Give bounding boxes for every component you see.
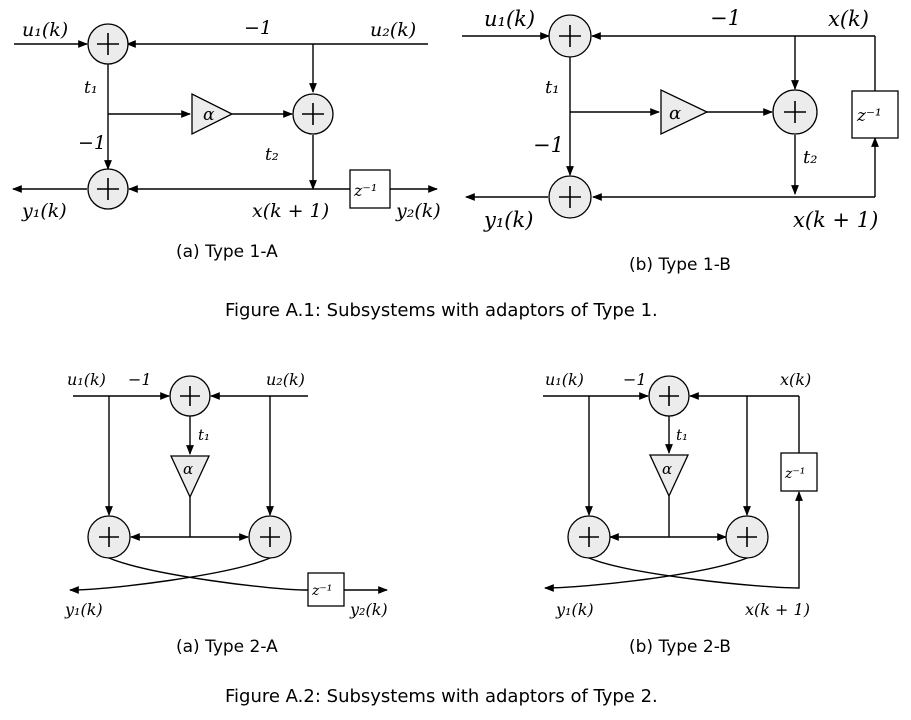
diagram-type-1a: α z⁻¹ u₁(k) u₂(k) −1 t₁ −1 t₂ y₁(k) x(k … bbox=[12, 17, 441, 262]
plus-icon bbox=[579, 527, 599, 547]
delay-block bbox=[307, 572, 345, 607]
wire-right-adder-to-y1 bbox=[544, 557, 748, 592]
plus-icon bbox=[260, 527, 280, 547]
gain-alpha bbox=[169, 455, 211, 499]
t2-label: t₂ bbox=[803, 147, 817, 168]
delay-block bbox=[851, 90, 899, 139]
alpha-label: α bbox=[669, 103, 681, 124]
y1-label: y₁(k) bbox=[483, 208, 533, 232]
plus-icon bbox=[737, 527, 757, 547]
diagram-type-2b: α z⁻¹ u₁(k) −1 x(k) t₁ y₁(k) x(k + 1) (b… bbox=[543, 370, 818, 657]
y1-label: y₁(k) bbox=[555, 600, 594, 619]
caption-type-1a: (a) Type 1-A bbox=[176, 242, 278, 262]
minus-one-left: −1 bbox=[533, 133, 564, 157]
plus-icon bbox=[784, 101, 806, 123]
gain-alpha bbox=[648, 454, 690, 498]
t1-label: t₁ bbox=[545, 77, 559, 98]
plus-icon bbox=[97, 33, 119, 55]
u2-label: u₂(k) bbox=[266, 370, 305, 389]
caption-type-2b: (b) Type 2-B bbox=[629, 637, 731, 657]
xk1-label: x(k + 1) bbox=[252, 200, 329, 222]
plus-icon bbox=[559, 25, 581, 47]
t1-label: t₁ bbox=[84, 78, 98, 98]
delay-block bbox=[780, 452, 818, 492]
xk1-label: x(k + 1) bbox=[745, 600, 810, 619]
u2-label: u₂(k) bbox=[370, 19, 416, 41]
minus-one: −1 bbox=[128, 370, 152, 389]
y2-label: y₂(k) bbox=[349, 600, 388, 619]
wire-left-adder-to-delay bbox=[588, 491, 803, 589]
alpha-label: α bbox=[183, 460, 193, 478]
delay-label: z⁻¹ bbox=[353, 181, 377, 200]
xk-label: x(k) bbox=[828, 7, 869, 31]
y1-label: y₁(k) bbox=[21, 200, 67, 222]
gain-alpha bbox=[191, 92, 234, 136]
u1-label: u₁(k) bbox=[545, 370, 584, 389]
gain-alpha bbox=[660, 88, 709, 136]
plus-icon bbox=[99, 527, 119, 547]
plus-icon bbox=[659, 386, 679, 406]
u1-label: u₁(k) bbox=[22, 19, 68, 41]
delay-label: z⁻¹ bbox=[784, 466, 805, 482]
minus-one-top: −1 bbox=[710, 6, 741, 30]
u1-label: u₁(k) bbox=[484, 7, 535, 31]
minus-one-top: −1 bbox=[244, 17, 272, 39]
t2-label: t₂ bbox=[265, 145, 279, 165]
delay-label: z⁻¹ bbox=[311, 583, 332, 599]
t1-label: t₁ bbox=[676, 426, 688, 444]
caption-type-1b: (b) Type 1-B bbox=[629, 255, 731, 275]
plus-icon bbox=[302, 103, 324, 125]
diagram-type-1b: α z⁻¹ u₁(k) −1 x(k) t₁ −1 t₂ y₁(k) x(k +… bbox=[462, 6, 899, 275]
figure-a1-caption: Figure A.1: Subsystems with adaptors of … bbox=[225, 300, 658, 321]
figure-a2-caption: Figure A.2: Subsystems with adaptors of … bbox=[225, 686, 658, 707]
caption-type-2a: (a) Type 2-A bbox=[176, 637, 278, 657]
y2-label: y₂(k) bbox=[395, 200, 441, 222]
alpha-label: α bbox=[662, 460, 672, 478]
t1-label: t₁ bbox=[198, 426, 210, 444]
wire-left-adder-to-delay bbox=[108, 557, 309, 591]
y1-label: y₁(k) bbox=[64, 600, 103, 619]
minus-one: −1 bbox=[623, 370, 647, 389]
plus-icon bbox=[180, 386, 200, 406]
alpha-label: α bbox=[203, 105, 215, 125]
wire-right-adder-to-y1 bbox=[69, 557, 271, 594]
delay-label: z⁻¹ bbox=[856, 106, 882, 126]
xk1-label: x(k + 1) bbox=[793, 208, 878, 232]
plus-icon bbox=[97, 178, 119, 200]
minus-one-left: −1 bbox=[78, 132, 106, 154]
plus-icon bbox=[559, 186, 581, 208]
diagram-type-2a: α z⁻¹ u₁(k) −1 u₂(k) t₁ y₁(k) y₂(k) (a) … bbox=[64, 370, 388, 657]
u1-label: u₁(k) bbox=[67, 370, 106, 389]
delay-block bbox=[349, 169, 391, 209]
xk-label: x(k) bbox=[780, 370, 811, 389]
